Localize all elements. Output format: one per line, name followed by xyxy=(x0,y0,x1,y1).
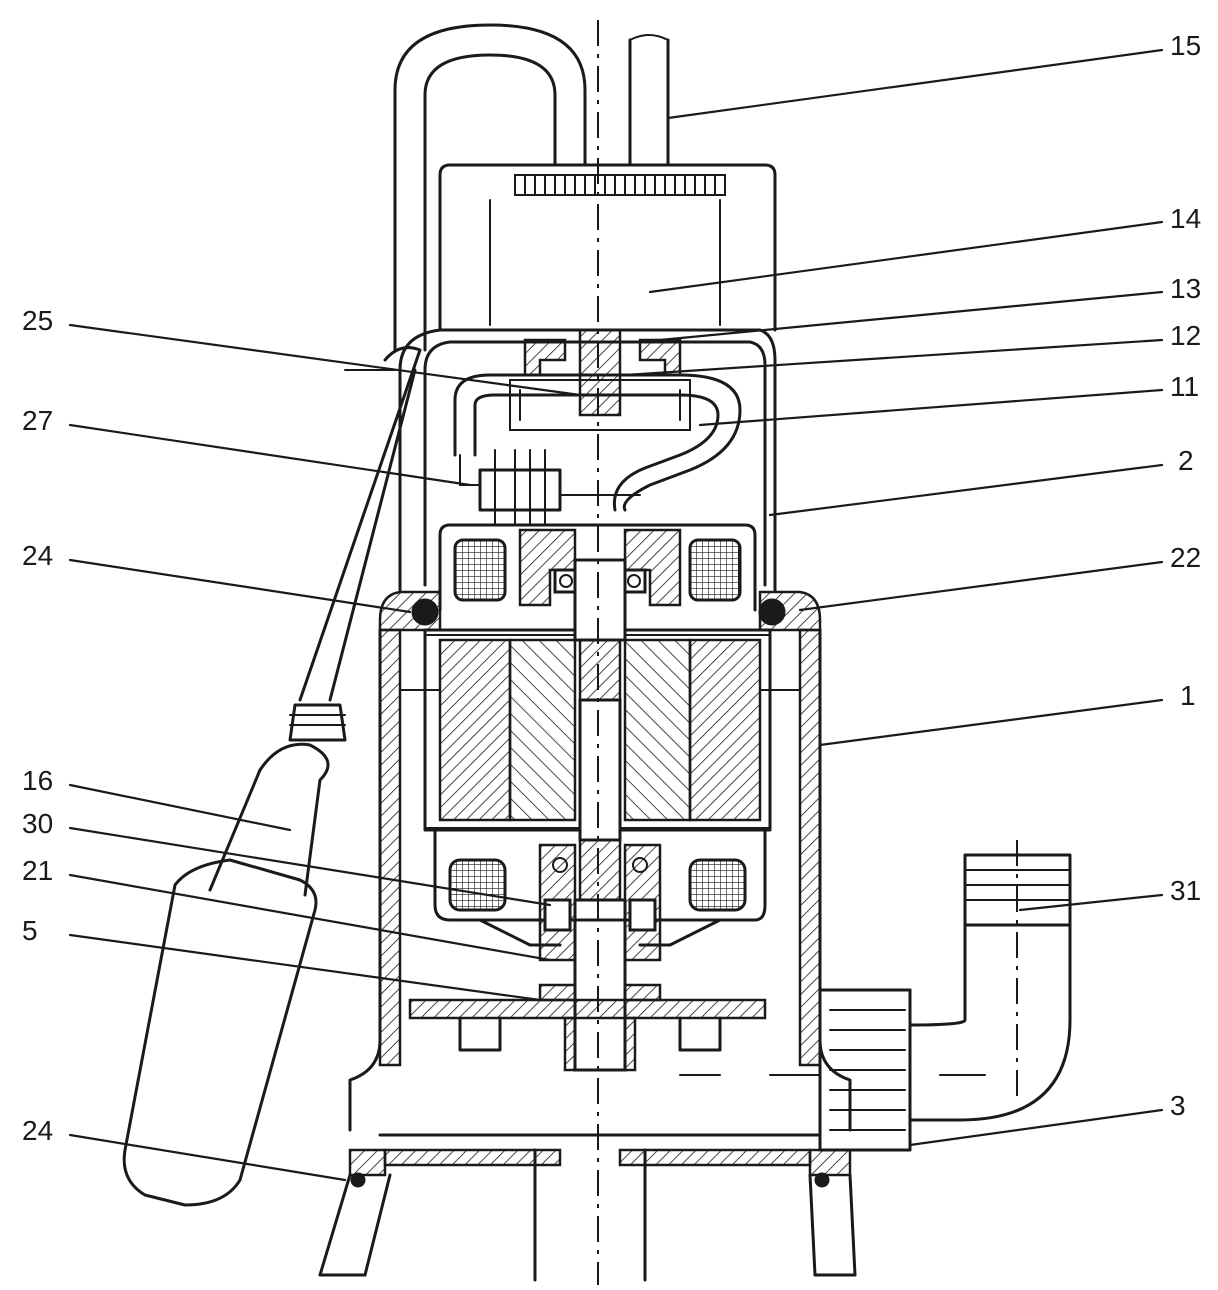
lower-winding-right xyxy=(688,858,747,912)
impeller xyxy=(408,983,767,1072)
lower-winding-left xyxy=(448,858,507,912)
label-27: 27 xyxy=(22,405,53,436)
discharge-elbow xyxy=(818,853,1072,1152)
label-30: 30 xyxy=(22,808,53,839)
cover-ribs xyxy=(524,174,716,196)
leader-lines xyxy=(68,48,1164,1182)
motor-shaft xyxy=(573,558,627,1072)
label-12: 12 xyxy=(1170,320,1201,351)
label-14: 14 xyxy=(1170,203,1201,234)
label-3: 3 xyxy=(1170,1090,1186,1121)
pump-base xyxy=(318,1133,857,1282)
cable-tube xyxy=(453,373,742,512)
label-15: 15 xyxy=(1170,30,1201,61)
label-24-top: 24 xyxy=(22,540,53,571)
upper-winding-right xyxy=(688,538,742,602)
terminal-block xyxy=(459,449,641,526)
label-16: 16 xyxy=(22,765,53,796)
mechanical-seal-left xyxy=(543,898,572,932)
mechanical-seal-right xyxy=(628,898,657,932)
lifting-handle xyxy=(393,23,587,352)
top-boss xyxy=(509,328,691,431)
label-21: 21 xyxy=(22,855,53,886)
top-cover xyxy=(438,163,777,332)
label-13: 13 xyxy=(1170,273,1201,304)
label-11: 11 xyxy=(1170,371,1199,402)
label-24-bottom: 24 xyxy=(22,1115,53,1146)
label-2: 2 xyxy=(1178,445,1194,476)
label-5: 5 xyxy=(22,915,38,946)
label-1: 1 xyxy=(1180,680,1196,711)
float-switch xyxy=(122,346,422,1207)
power-cable xyxy=(628,34,670,167)
label-25: 25 xyxy=(22,305,53,336)
reference-numerals: 15 14 13 12 11 2 22 1 31 3 25 27 24 16 3… xyxy=(22,30,1201,1146)
label-22: 22 xyxy=(1170,542,1201,573)
label-31: 31 xyxy=(1170,875,1201,906)
stator xyxy=(423,628,772,832)
upper-winding-left xyxy=(453,538,507,602)
lower-motor-end xyxy=(433,828,767,962)
